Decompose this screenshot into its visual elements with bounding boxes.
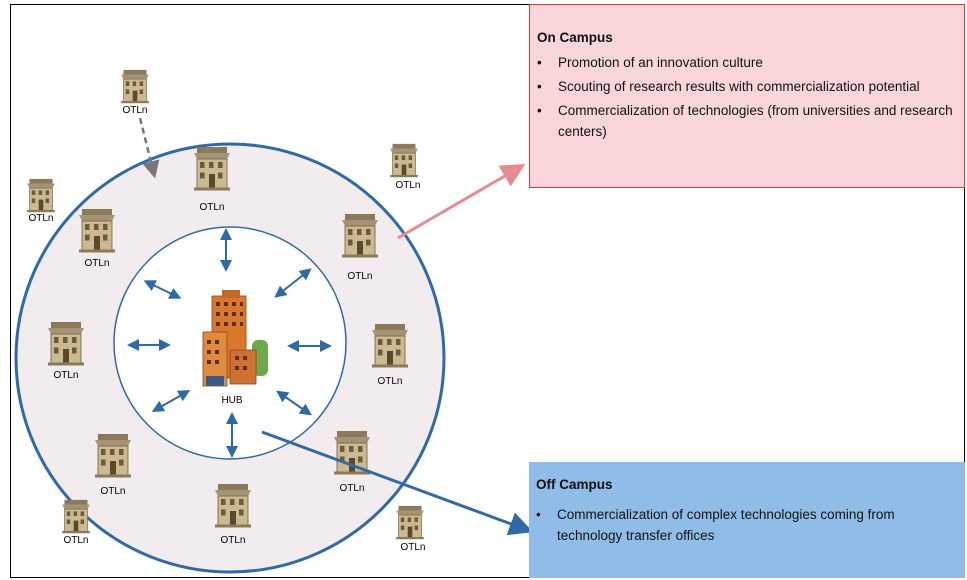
arrow-upper-left	[143, 280, 182, 299]
arrow-upper-right	[274, 268, 312, 298]
off-campus-title: Off Campus	[536, 477, 613, 492]
bullet: •	[536, 507, 541, 522]
otl-label: OTLn	[347, 271, 373, 282]
list-item-text: Commercialization of technologies (from …	[558, 103, 953, 139]
on-campus-list: • Promotion of an innovation culture • Sco…	[537, 52, 963, 145]
otl-building-icon	[61, 499, 91, 534]
otl-building-icon	[78, 208, 116, 254]
off-campus-box: Off Campus • Commercialization of complex…	[529, 462, 965, 578]
otl-building-icon	[371, 323, 409, 369]
otl-label: OTLn	[377, 376, 403, 387]
hub-arrows	[127, 228, 332, 458]
otl-building-icon	[333, 430, 371, 476]
otl-label: OTLn	[122, 105, 148, 116]
bullet: •	[537, 103, 542, 118]
otl-label: OTLn	[199, 202, 225, 213]
otl-building-icon	[395, 505, 425, 540]
otl-building-icon	[389, 143, 419, 178]
otl-building-icon	[193, 146, 231, 192]
otl-building-icon	[341, 213, 379, 259]
off-campus-list: • Commercialization of complex technologi…	[536, 504, 962, 549]
otl-building-icon	[214, 483, 252, 529]
bullet: •	[537, 55, 542, 70]
otl-building-icon	[94, 433, 132, 479]
on-campus-connector	[397, 163, 526, 240]
otl-label: OTLn	[84, 258, 110, 269]
list-item-text: Commercialization of complex technologie…	[557, 507, 895, 543]
otl-label: OTLn	[100, 486, 126, 497]
hub-building-icon	[202, 290, 268, 387]
otl-label: OTLn	[53, 370, 79, 381]
list-item: • Promotion of an innovation culture	[537, 52, 963, 73]
off-campus-connector	[261, 430, 534, 536]
arrow-lower-left	[151, 390, 191, 412]
bullet: •	[537, 79, 542, 94]
otl-building-icon	[47, 321, 85, 367]
otl-label: OTLn	[220, 535, 246, 546]
otl-label: OTLn	[339, 483, 365, 494]
otl-label: OTLn	[63, 535, 89, 546]
otl-label: OTLn	[400, 542, 426, 553]
otl-building-icon	[120, 69, 150, 104]
incoming-dashed-arrow	[138, 117, 160, 179]
otl-label: OTLn	[395, 180, 421, 191]
list-item: • Commercialization of complex technologi…	[536, 504, 962, 546]
list-item: • Commercialization of technologies (from…	[537, 100, 963, 142]
on-campus-box: On Campus • Promotion of an innovation cu…	[529, 4, 965, 188]
list-item-text: Promotion of an innovation culture	[558, 55, 763, 70]
otl-label: OTLn	[28, 213, 54, 224]
on-campus-title: On Campus	[537, 30, 613, 45]
arrow-lower-right	[276, 390, 312, 416]
list-item-text: Scouting of research results with commer…	[558, 79, 920, 94]
hub-label: HUB	[221, 395, 243, 406]
otl-building-icon	[26, 178, 56, 213]
diagram-frame	[10, 4, 965, 578]
list-item: • Scouting of research results with comme…	[537, 76, 963, 97]
